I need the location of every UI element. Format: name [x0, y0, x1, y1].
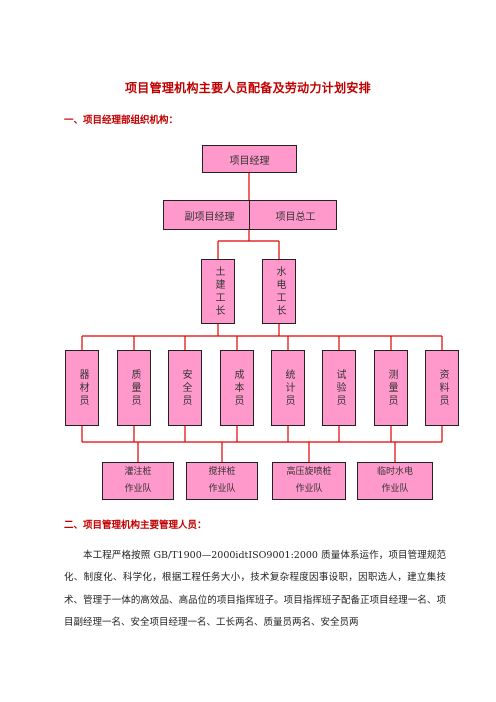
org-label: 成本员 — [232, 368, 243, 408]
team-label-line2: 作业队 — [124, 484, 152, 494]
org-box-staff-documents: 资料员 — [425, 350, 459, 426]
org-box-staff-statistics: 统计员 — [271, 350, 305, 426]
org-label-deputy: 副项目经理 — [184, 211, 235, 223]
org-box-foreman-civil: 土建工长 — [201, 259, 235, 324]
org-box-team-temp-utilities: 临时水电 作业队 — [357, 462, 433, 500]
org-box-staff-safety: 安全员 — [168, 350, 202, 426]
org-label: 资料员 — [437, 368, 448, 408]
team-label-line1: 临时水电 — [376, 467, 413, 478]
team-label-line1: 高压旋喷桩 — [286, 467, 332, 478]
org-box-staff-testing: 试验员 — [322, 350, 356, 426]
org-label-chief-engineer: 项目总工 — [275, 211, 316, 223]
org-label: 土建工长 — [213, 265, 224, 318]
team-label-line2: 作业队 — [381, 484, 409, 494]
org-box-foreman-mep: 水电工长 — [262, 259, 296, 324]
org-label: 试验员 — [334, 368, 345, 408]
team-label-line2: 作业队 — [208, 484, 236, 494]
team-label-line1: 灌注桩 — [124, 467, 152, 478]
org-label: 统计员 — [283, 368, 294, 408]
org-box-staff-survey: 测量员 — [374, 350, 408, 426]
org-label: 测量员 — [386, 368, 397, 408]
org-box-team-mixing-pile: 搅拌桩 作业队 — [186, 462, 258, 500]
section-heading-key-staff: 二、项目管理机构主要管理人员： — [64, 520, 207, 531]
team-label-line1: 搅拌桩 — [208, 467, 236, 478]
org-box-staff-quality: 质量员 — [117, 350, 151, 426]
org-label: 质量员 — [129, 368, 140, 408]
org-label: 安全员 — [180, 368, 191, 408]
body-paragraph: 本工程严格按照 GB/T1900—2000idtISO9001:2000 质量体… — [64, 550, 446, 629]
deputy-divider — [249, 200, 250, 230]
page-title: 项目管理机构主要人员配备及劳动力计划安排 — [124, 81, 371, 95]
org-box-deputy-and-chief: 副项目经理 项目总工 — [163, 200, 337, 230]
org-box-staff-equipment: 器材员 — [65, 350, 99, 426]
org-label: 器材员 — [77, 368, 88, 408]
org-label: 水电工长 — [274, 265, 285, 318]
org-box-staff-cost: 成本员 — [220, 350, 254, 426]
org-box-project-manager: 项目经理 — [202, 145, 297, 173]
section-heading-org-structure: 一、项目经理部组织机构： — [64, 115, 179, 126]
team-label-line2: 作业队 — [295, 484, 323, 494]
org-label: 项目经理 — [229, 155, 270, 167]
org-box-team-jet-grout-pile: 高压旋喷桩 作业队 — [272, 462, 346, 500]
org-box-team-bored-pile: 灌注桩 作业队 — [102, 462, 174, 500]
